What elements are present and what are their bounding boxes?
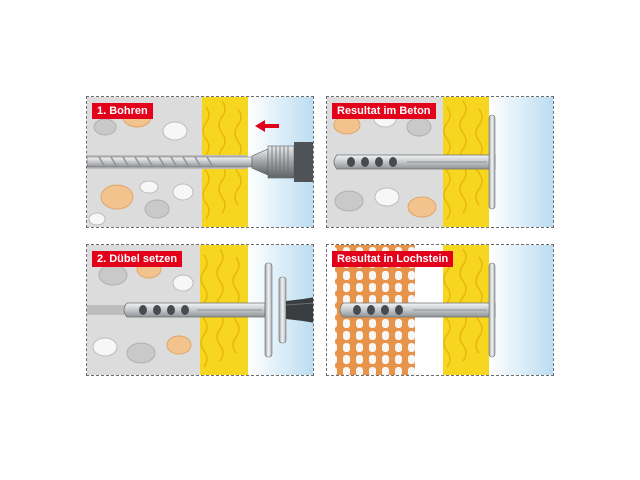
anchor-icon bbox=[333, 114, 496, 210]
air-gap bbox=[489, 245, 553, 375]
panel-concrete-result: Resultat im Beton bbox=[326, 96, 554, 228]
anchor-icon bbox=[339, 262, 496, 358]
anchor-icon bbox=[123, 262, 273, 358]
arrow-left-icon bbox=[255, 120, 279, 132]
panel-set-anchor: 2. Dübel setzen bbox=[86, 244, 314, 376]
panel-drilling-label: 1. Bohren bbox=[92, 103, 153, 119]
panel-brick-result-label: Resultat in Lochstein bbox=[332, 251, 454, 267]
hammer-handle-icon bbox=[278, 276, 313, 344]
panel-set-anchor-label: 2. Dübel setzen bbox=[92, 251, 183, 267]
panel-brick-result: Resultat in Lochstein bbox=[326, 244, 554, 376]
panel-drilling: 1. Bohren bbox=[86, 96, 314, 228]
concrete-stones bbox=[88, 106, 194, 226]
drill-icon bbox=[251, 142, 313, 182]
panel-concrete-result-label: Resultat im Beton bbox=[332, 103, 436, 119]
air-gap bbox=[489, 97, 553, 227]
